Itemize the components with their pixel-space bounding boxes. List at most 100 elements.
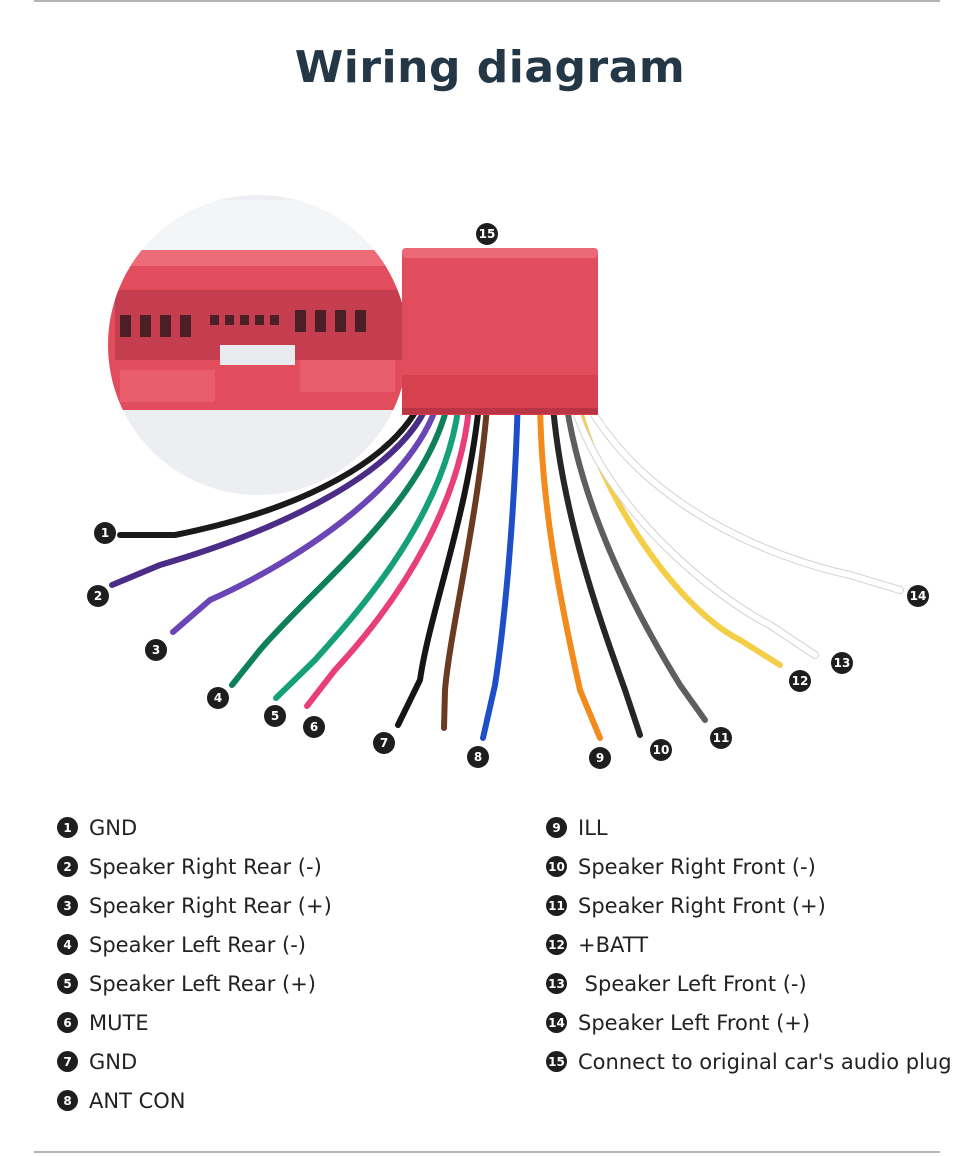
badge-number-6: 6 — [310, 720, 318, 734]
legend-label: Speaker Right Front (-) — [578, 854, 816, 879]
badge-number-4: 4 — [214, 691, 222, 705]
number-badge: 3 — [57, 895, 78, 916]
connector-magnifier — [108, 195, 408, 495]
number-badge: 2 — [57, 856, 78, 877]
top-divider — [34, 0, 940, 2]
badge-number-3: 3 — [152, 643, 160, 657]
badge-circle-7 — [373, 732, 395, 754]
legend-item-11: 11 Speaker Right Front (+) — [546, 886, 952, 925]
legend-label: ANT CON — [89, 1088, 186, 1113]
number-badge: 5 — [57, 973, 78, 994]
badge-circle-15 — [476, 223, 498, 245]
badge-number-9: 9 — [596, 751, 604, 765]
legend-label: Connect to original car's audio plug — [578, 1049, 952, 1074]
legend-item-7: 7 GND — [57, 1042, 332, 1081]
legend-item-15: 15 Connect to original car's audio plug — [546, 1042, 952, 1081]
legend-label: MUTE — [89, 1010, 149, 1035]
number-badge: 11 — [546, 895, 567, 916]
badge-number-13: 13 — [834, 656, 851, 670]
legend-item-4: 4 Speaker Left Rear (-) — [57, 925, 332, 964]
legend-label: Speaker Left Rear (+) — [89, 971, 317, 996]
legend-item-13: 13 Speaker Left Front (-) — [546, 964, 952, 1003]
badge-circle-10 — [650, 739, 672, 761]
badge-number-10: 10 — [653, 743, 670, 757]
badge-number-8: 8 — [474, 750, 482, 764]
wire-outline — [576, 386, 904, 594]
badge-number-7: 7 — [380, 736, 388, 750]
badge-number-5: 5 — [271, 709, 279, 723]
wires — [109, 386, 904, 741]
badge-circle-4 — [207, 687, 229, 709]
wire-10 — [549, 391, 643, 738]
legend-item-12: 12 +BATT — [546, 925, 952, 964]
legend-label: Speaker Left Front (+) — [578, 1010, 811, 1035]
legend-label: Speaker Left Rear (-) — [89, 932, 306, 957]
legend-label: ILL — [578, 815, 608, 840]
wire-11 — [562, 391, 708, 723]
legend-label: Speaker Right Front (+) — [578, 893, 826, 918]
number-badge: 6 — [57, 1012, 78, 1033]
badge-circle-14 — [907, 585, 929, 607]
badge-number-14: 14 — [910, 589, 927, 603]
legend-item-8: 8 ANT CON — [57, 1081, 332, 1120]
legend-item-14: 14 Speaker Left Front (+) — [546, 1003, 952, 1042]
legend-item-1: 1 GND — [57, 808, 332, 847]
badge-number-15: 15 — [479, 227, 496, 241]
badge-circle-9 — [589, 747, 611, 769]
number-badge: 10 — [546, 856, 567, 877]
badge-circle-2 — [87, 585, 109, 607]
wire-9 — [537, 391, 603, 741]
number-badge: 7 — [57, 1051, 78, 1072]
badge-circle-12 — [789, 670, 811, 692]
number-badge: 13 — [546, 973, 567, 994]
legend-item-9: 9 ILL — [546, 808, 952, 847]
number-badge: 12 — [546, 934, 567, 955]
number-badge: 14 — [546, 1012, 567, 1033]
wire-13 — [567, 389, 818, 658]
wire-5 — [273, 391, 463, 701]
legend-label: GND — [89, 1049, 138, 1074]
legend-label: Speaker Left Front (-) — [578, 971, 807, 996]
legend-item-2: 2 Speaker Right Rear (-) — [57, 847, 332, 886]
page-title: Wiring diagram — [294, 42, 686, 93]
number-badge: 8 — [57, 1090, 78, 1111]
badge-number-12: 12 — [792, 674, 809, 688]
number-badge: 15 — [546, 1051, 567, 1072]
legend-label: Speaker Right Rear (+) — [89, 893, 332, 918]
number-badge: 1 — [57, 817, 78, 838]
wire-6 — [304, 391, 473, 709]
badge-number-1: 1 — [101, 526, 109, 540]
legend-item-10: 10 Speaker Right Front (-) — [546, 847, 952, 886]
badge-circle-1 — [94, 522, 116, 544]
wire-brown — [441, 391, 491, 731]
number-badge: 9 — [546, 817, 567, 838]
badge-circle-11 — [710, 727, 732, 749]
wire-7 — [395, 391, 483, 728]
wire-4 — [229, 391, 453, 688]
legend-label: GND — [89, 815, 138, 840]
badge-circle-5 — [264, 705, 286, 727]
legend-item-5: 5 Speaker Left Rear (+) — [57, 964, 332, 1003]
wire-14 — [577, 387, 903, 593]
badge-number-11: 11 — [713, 731, 730, 745]
wire-1 — [117, 389, 428, 538]
connector-plug — [402, 248, 598, 415]
wire-8 — [480, 391, 521, 741]
legend-label: +BATT — [578, 932, 649, 957]
legend-label: Speaker Right Rear (-) — [89, 854, 322, 879]
badge-circle-3 — [145, 639, 167, 661]
legend-item-3: 3 Speaker Right Rear (+) — [57, 886, 332, 925]
badge-number-2: 2 — [94, 589, 102, 603]
badge-circle-8 — [467, 746, 489, 768]
bottom-divider — [34, 1151, 940, 1153]
badge-circle-6 — [303, 716, 325, 738]
wire-3 — [170, 391, 443, 635]
number-badge: 4 — [57, 934, 78, 955]
badge-circle-13 — [831, 652, 853, 674]
wire-2 — [109, 389, 435, 588]
legend-item-6: 6 MUTE — [57, 1003, 332, 1042]
